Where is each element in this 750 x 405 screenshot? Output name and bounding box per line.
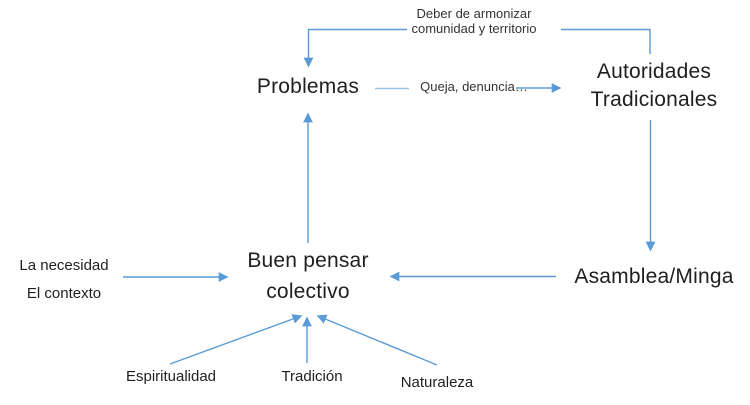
node-buen-pensar-line1: Buen pensar [247, 249, 369, 272]
edge-label-queja-denuncia-text: Queja, denuncia… [420, 79, 528, 94]
node-autoridades-tradicionales: Autoridades Tradicionales [574, 58, 734, 114]
node-naturaleza: Naturaleza [377, 374, 497, 392]
node-problemas: Problemas [228, 74, 388, 100]
node-naturaleza-label: Naturaleza [400, 374, 474, 391]
edge-autoridades-to-deber [561, 28, 651, 54]
node-tradicion: Tradición [252, 368, 372, 386]
node-deber-armonizar-line2: comunidad y territorio [411, 21, 537, 36]
node-deber-armonizar-line1: Deber de armonizar [416, 6, 532, 21]
node-espiritualidad: Espiritualidad [110, 368, 232, 386]
node-deber-armonizar: Deber de armonizar comunidad y territori… [384, 6, 564, 36]
node-autoridades-line2: Tradicionales [590, 88, 718, 111]
node-problemas-label: Problemas [256, 75, 360, 98]
node-buen-pensar-colectivo: Buen pensar colectivo [228, 245, 388, 307]
node-autoridades-line1: Autoridades [596, 60, 712, 83]
edge-naturaleza-to-buen-pensar [316, 314, 438, 366]
node-necesidad-line2: El contexto [26, 285, 102, 302]
edge-label-queja-denuncia: Queja, denuncia… [404, 79, 544, 94]
node-asamblea-minga-label: Asamblea/Minga [574, 265, 734, 288]
node-necesidad-line1: La necesidad [19, 257, 109, 274]
node-espiritualidad-label: Espiritualidad [125, 368, 217, 385]
node-buen-pensar-line2: colectivo [266, 280, 350, 303]
node-asamblea-minga: Asamblea/Minga [556, 264, 750, 290]
node-tradicion-label: Tradición [281, 368, 343, 385]
node-necesidad-contexto: La necesidad El contexto [4, 252, 124, 308]
edge-espiritualidad-to-buen-pensar [169, 314, 303, 365]
